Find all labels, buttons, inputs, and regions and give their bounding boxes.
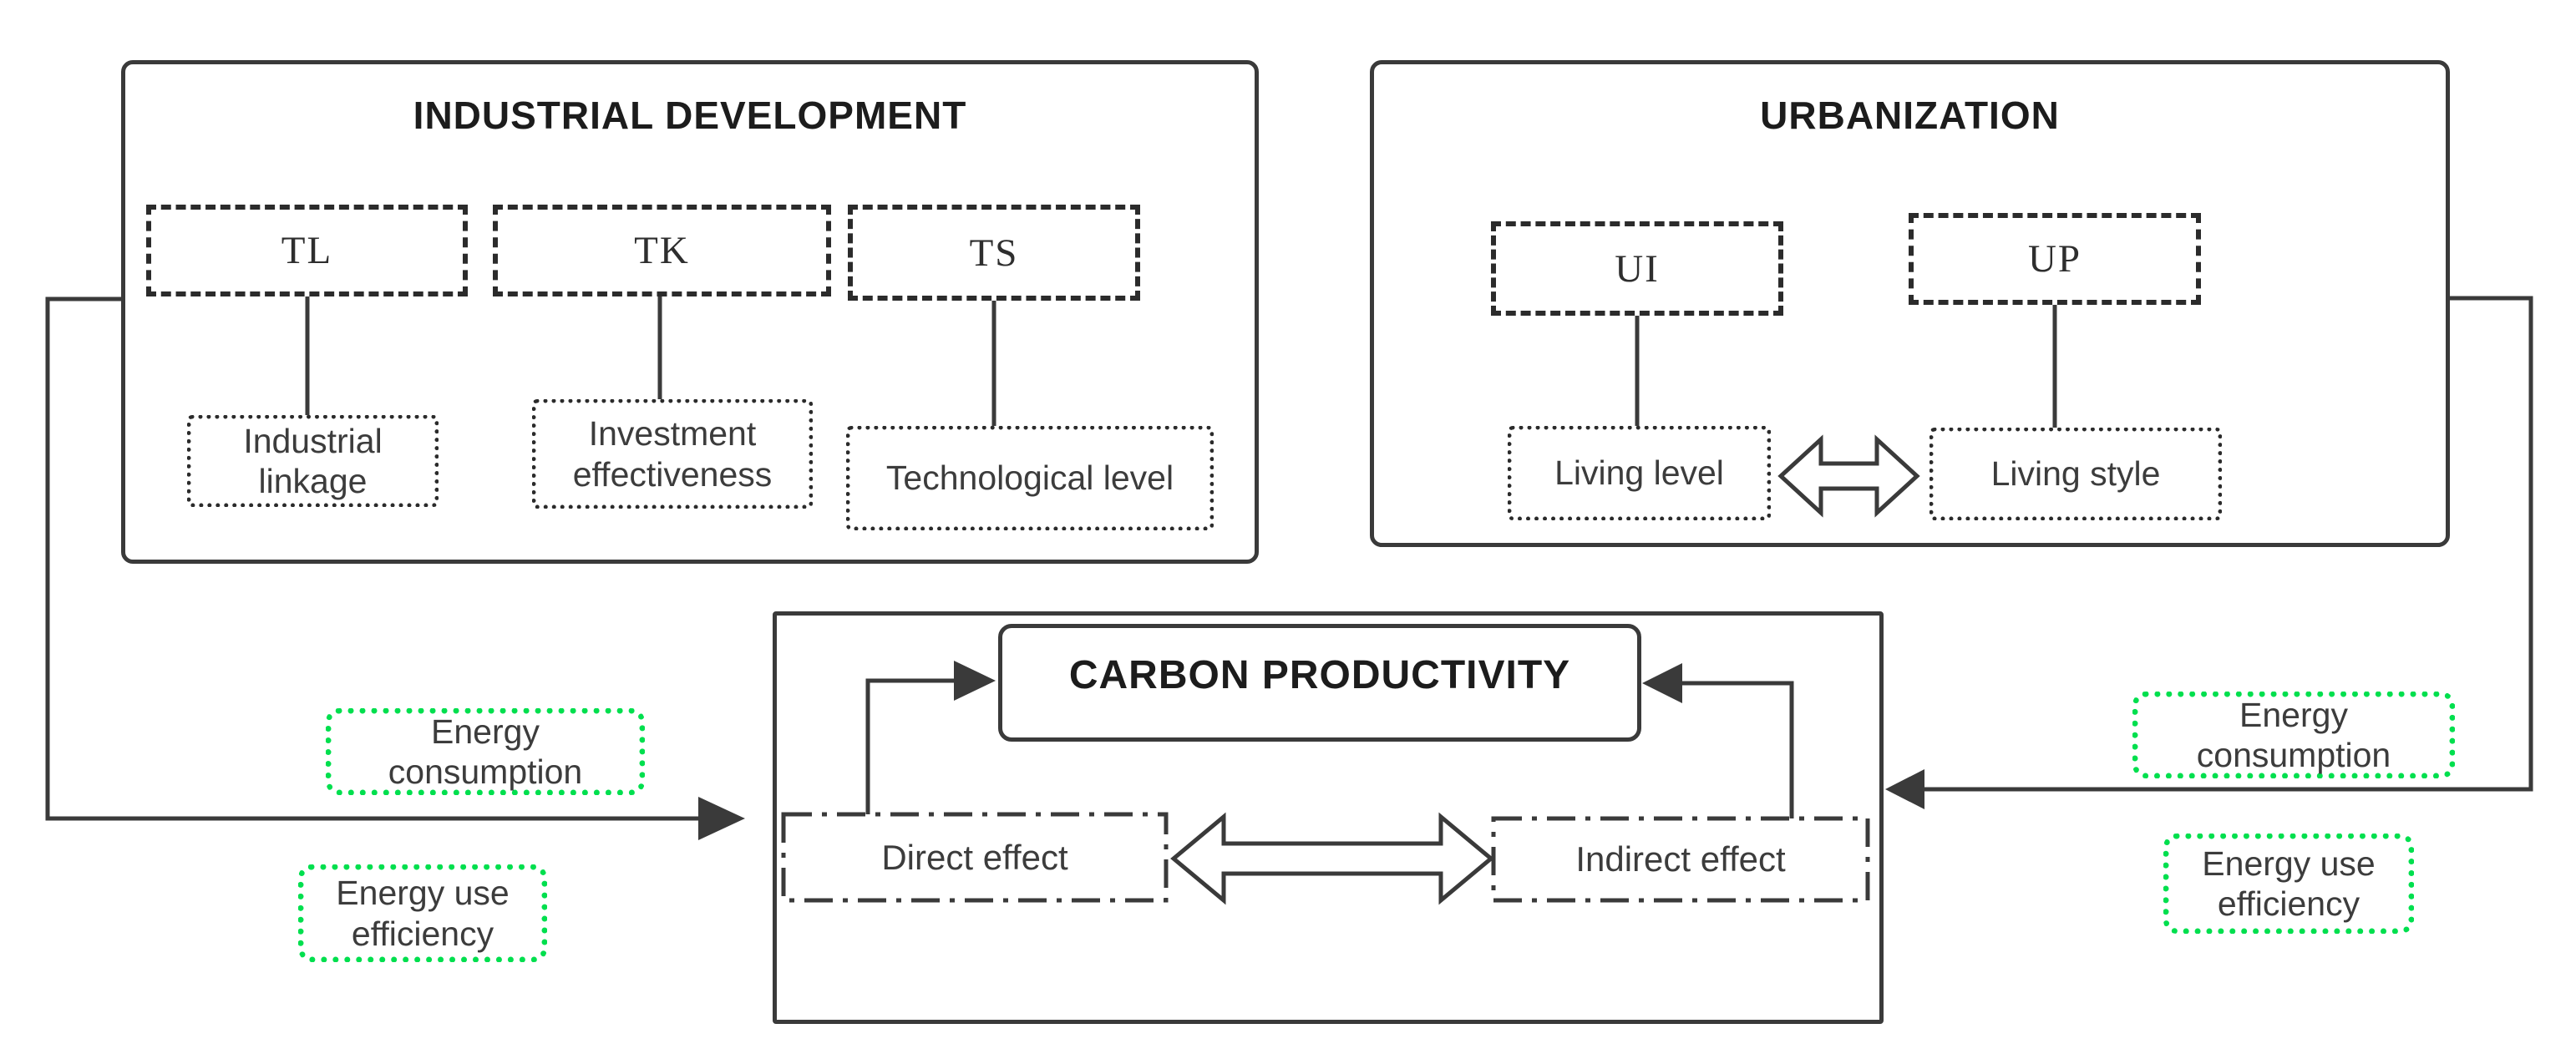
energy-consumption-box-left: Energy consumption [326,708,645,795]
indirect-effect-label: Indirect effect [1575,839,1786,879]
factor-box-ui: UI [1491,221,1783,316]
factor-tl-label: TL [281,229,333,272]
technological-level-box: Technological level [846,426,1214,530]
technological-level-label: Technological level [885,459,1174,498]
living-style-label: Living style [1990,454,2161,494]
factor-ui-label: UI [1615,246,1660,291]
industrial-to-core-arrowhead [698,797,745,840]
industrial-linkage-box: Industrial linkage [187,415,439,507]
factor-box-tl: TL [146,205,468,296]
urbanization-to-core-arrowhead [1885,769,1924,809]
energy-consumption-box-right: Energy consumption [2132,692,2455,778]
industrial-linkage-label: Industrial linkage [243,421,383,500]
factor-box-ts: TS [848,205,1140,301]
living-style-box: Living style [1929,428,2222,520]
factor-box-up: UP [1909,213,2201,305]
industrial-development-title: INDUSTRIAL DEVELOPMENT [413,94,967,137]
investment-effectiveness-label: Investment effectiveness [572,414,773,494]
energy-use-efficiency-box-left: Energy use efficiency [298,864,547,962]
direct-effect-label: Direct effect [881,837,1068,877]
carbon-productivity-box: CARBON PRODUCTIVITY [998,624,1641,742]
energy-use-efficiency-box-right: Energy use efficiency [2163,834,2414,934]
factor-tk-label: TK [634,229,690,272]
energy-consumption-right-label: Energy consumption [2196,695,2391,774]
factor-ts-label: TS [969,231,1019,275]
energy-use-efficiency-right-label: Energy use efficiency [2202,844,2376,923]
indirect-effect-box: Indirect effect [1493,818,1868,900]
factor-up-label: UP [2027,237,2082,281]
living-level-label: Living level [1554,454,1724,493]
direct-effect-box: Direct effect [783,814,1166,900]
living-level-box: Living level [1508,426,1771,520]
investment-effectiveness-box: Investment effectiveness [532,399,813,509]
energy-use-efficiency-left-label: Energy use efficiency [336,874,510,953]
urbanization-title: URBANIZATION [1760,94,2060,137]
factor-box-tk: TK [493,205,831,296]
energy-consumption-left-label: Energy consumption [388,712,583,791]
carbon-productivity-label: CARBON PRODUCTIVITY [1068,653,1571,697]
